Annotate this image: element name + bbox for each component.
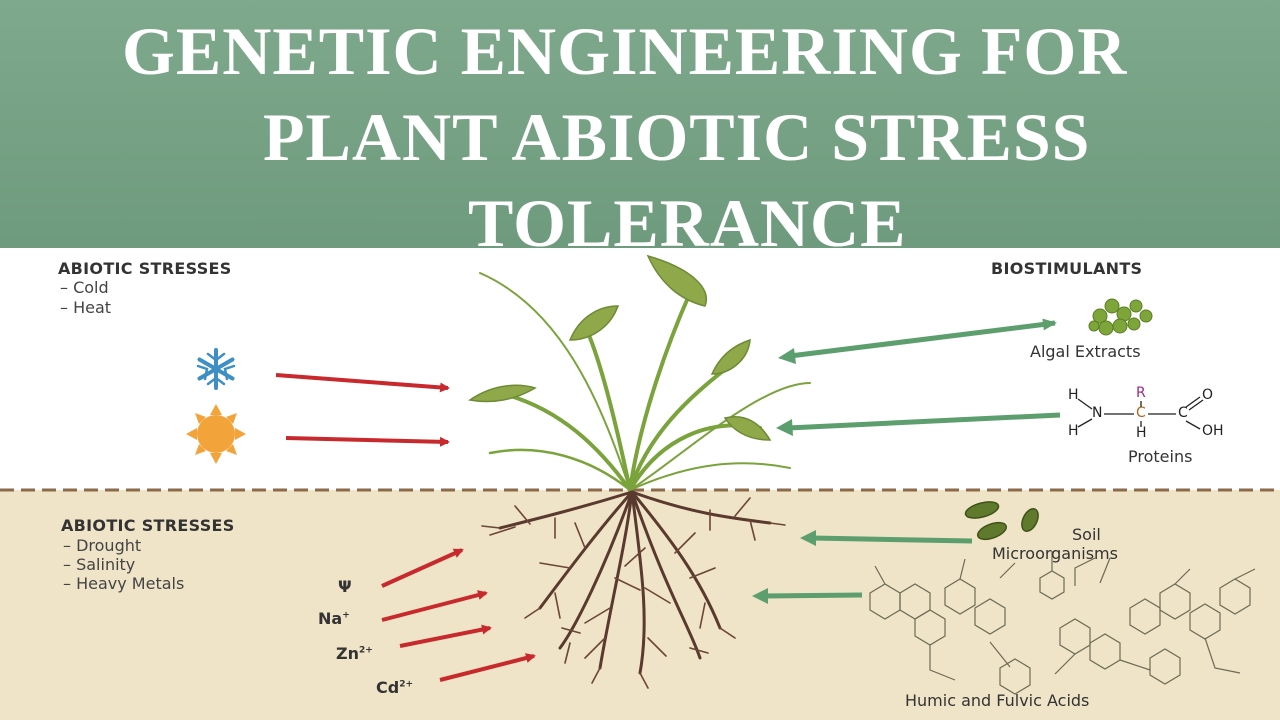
proteins-label: Proteins (1128, 447, 1193, 466)
formula-h2: H (1068, 423, 1079, 439)
stress-arrows (275, 373, 536, 682)
above-ground-stress-heading: ABIOTIC STRESSES (58, 259, 232, 278)
below-ground-stress-heading: ABIOTIC STRESSES (61, 516, 235, 535)
soil-area (0, 490, 1280, 720)
stress-item-heavy-metals: – Heavy Metals (63, 574, 185, 593)
humic-fulvic-acids-label: Humic and Fulvic Acids (905, 691, 1090, 710)
formula-o: O (1202, 387, 1214, 403)
plant-shoot (479, 272, 811, 492)
biostimulant-arrows (763, 318, 1061, 599)
formula-c2: C (1178, 405, 1188, 421)
stress-item-cold: – Cold (60, 278, 109, 297)
ion-label-psi: Ψ (338, 577, 352, 596)
title-line-1: GENETIC ENGINEERING FOR (122, 13, 1128, 89)
stress-item-heat: – Heat (60, 298, 112, 317)
sun-icon (186, 404, 246, 464)
amino-acid-formula: H H N R C H C O OH (1062, 383, 1242, 443)
formula-r: R (1136, 385, 1146, 401)
biostimulants-heading: BIOSTIMULANTS (991, 259, 1143, 278)
algal-extracts-label: Algal Extracts (1030, 342, 1141, 361)
algae-icon (1088, 298, 1153, 336)
snowflake-icon (196, 348, 236, 390)
ion-label-cadmium: Cd2+ (376, 678, 414, 697)
soil-label: Soil (1072, 525, 1101, 544)
stress-item-salinity: – Salinity (63, 555, 136, 574)
stress-item-drought: – Drought (63, 536, 142, 555)
title-banner: GENETIC ENGINEERING FOR PLANT ABIOTIC ST… (0, 0, 1280, 261)
sky-area (0, 248, 1280, 490)
diagram-graphics (0, 248, 1280, 720)
title-line-2: PLANT ABIOTIC STRESS (263, 99, 1091, 175)
plant-stress-diagram: ABIOTIC STRESSES – Cold – Heat ABIOTIC S… (0, 248, 1280, 720)
ion-label-zinc: Zn2+ (336, 644, 373, 663)
formula-n: N (1092, 405, 1103, 421)
plant-root-hairs (481, 497, 786, 689)
humic-acid-structures (869, 551, 1256, 695)
formula-oh: OH (1202, 423, 1224, 439)
biostimulant-arrowheads (752, 348, 816, 604)
formula-h3: H (1136, 425, 1147, 441)
page-title: GENETIC ENGINEERING FOR PLANT ABIOTIC ST… (0, 8, 1280, 266)
formula-h1: H (1068, 387, 1079, 403)
microorganisms-label: Microorganisms (992, 544, 1118, 563)
formula-bonds (1077, 396, 1204, 430)
formula-c1: C (1136, 405, 1146, 421)
microorganism-icons (964, 501, 1039, 541)
plant-leaves (468, 254, 772, 441)
ion-label-sodium: Na+ (318, 609, 350, 628)
